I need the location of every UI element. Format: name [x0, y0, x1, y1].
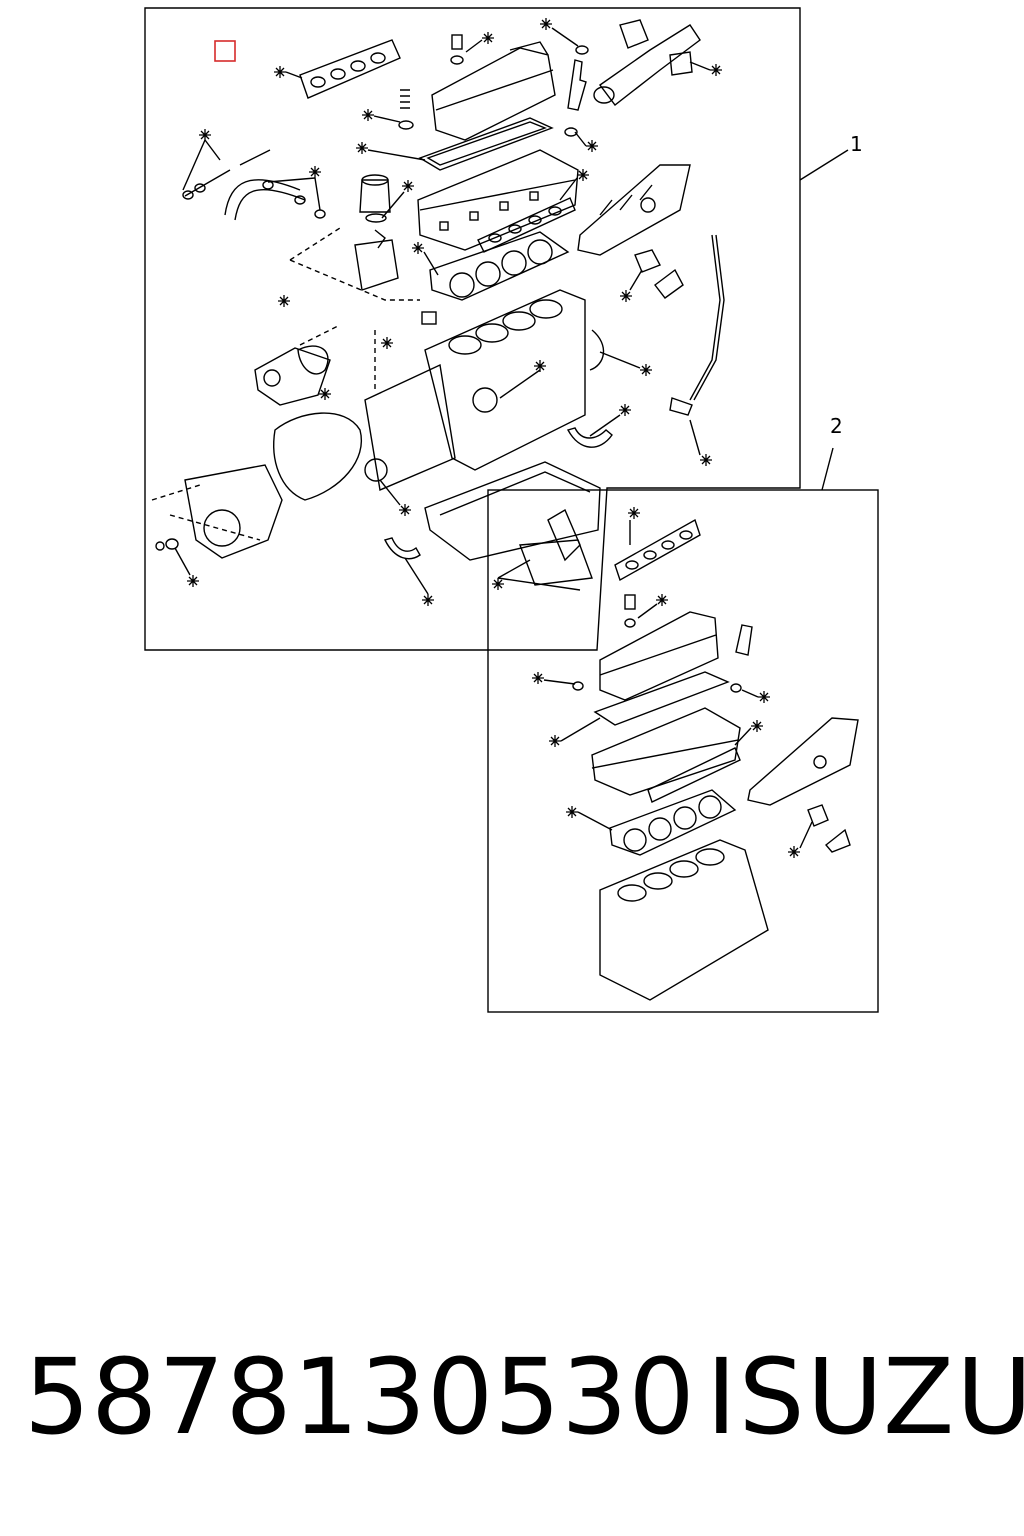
rear-oil-seal	[589, 329, 605, 371]
kit-item-markers	[187, 18, 800, 858]
callout-1-leader	[799, 149, 849, 181]
marker-leaders	[174, 27, 813, 849]
front-oil-seal	[364, 458, 388, 482]
water-pump	[254, 345, 331, 406]
asterisk-icon	[362, 109, 374, 121]
rocker-cover-gasket	[418, 117, 554, 171]
asterisk-icon	[278, 295, 290, 307]
asterisk-icon	[577, 169, 589, 181]
engine-gasket-kit-diagram	[144, 7, 879, 1013]
asterisk-icon	[640, 364, 652, 376]
callout-label-1: 1	[850, 132, 863, 156]
oil-pan	[424, 461, 601, 562]
oil-pan-gasket	[519, 539, 593, 586]
asterisk-icon	[356, 142, 368, 154]
callout-2-leader	[821, 447, 834, 491]
part-number: 5878130530	[24, 1336, 696, 1458]
sub-exhaust-manifold	[747, 717, 859, 853]
dashed-leaders-main	[151, 227, 420, 541]
water-outlet	[593, 19, 701, 106]
asterisk-icon	[710, 64, 722, 76]
asterisk-icon	[566, 806, 578, 818]
inlet-manifold-gasket	[477, 197, 576, 253]
engine-block	[364, 289, 586, 491]
oil-filter	[354, 174, 399, 291]
asterisk-icon	[751, 720, 763, 732]
timing-cover-gasket	[273, 412, 363, 501]
brand-name: ISUZU	[706, 1336, 1024, 1458]
sub-manifold-gasket	[614, 518, 701, 582]
asterisk-icon	[700, 454, 712, 466]
cover-bolts	[398, 34, 589, 130]
main-assembly	[151, 19, 725, 586]
timing-cover	[155, 464, 283, 559]
asterisk-icon	[758, 691, 770, 703]
sub-cylinder-head	[591, 707, 741, 796]
sub-inlet-gasket	[647, 747, 741, 803]
main-frame	[144, 7, 801, 651]
outlet-flange	[634, 249, 684, 299]
dipstick	[669, 234, 725, 416]
asterisk-icon	[319, 388, 331, 400]
asterisk-icon	[412, 242, 424, 254]
asterisk-icon	[534, 360, 546, 372]
asterisk-icon	[549, 735, 561, 747]
sub-assembly	[572, 518, 859, 1001]
asterisk-icon	[628, 507, 640, 519]
asterisk-icon	[187, 575, 199, 587]
sub-frame	[487, 489, 879, 1013]
asterisk-icon	[492, 578, 504, 590]
asterisk-icon	[620, 290, 632, 302]
sub-valve-cover	[572, 594, 719, 701]
asterisk-icon	[788, 846, 800, 858]
bearing-upper	[566, 427, 613, 448]
sub-rocker-gasket	[593, 671, 730, 726]
asterisk-icon	[532, 672, 544, 684]
asterisk-icon	[402, 180, 414, 192]
injector	[564, 59, 587, 137]
asterisk-icon	[482, 32, 494, 44]
small-square-gasket	[421, 311, 437, 325]
asterisk-icon	[274, 66, 286, 78]
asterisk-icon	[399, 504, 411, 516]
sub-head-gasket	[609, 789, 737, 856]
manifold-gasket-top	[299, 39, 401, 99]
asterisk-icon	[422, 594, 434, 606]
bearing-lower	[383, 537, 421, 560]
asterisk-icon	[540, 18, 552, 30]
asterisk-icon	[381, 337, 393, 349]
kit-marker-icon	[214, 40, 236, 62]
asterisk-icon	[656, 594, 668, 606]
asterisk-icon	[619, 404, 631, 416]
callout-label-2: 2	[830, 414, 843, 438]
asterisk-icon	[199, 129, 211, 141]
footer: 5878130530 ISUZU	[0, 1345, 1024, 1475]
asterisk-icon	[309, 166, 321, 178]
oil-pipes	[182, 149, 326, 221]
exhaust-manifold	[577, 164, 691, 256]
valve-cover	[431, 41, 556, 141]
head-gasket	[429, 231, 570, 301]
sub-engine-block	[599, 839, 769, 1001]
asterisk-icon	[586, 140, 598, 152]
sub-injector	[730, 624, 753, 693]
cylinder-head	[417, 149, 579, 251]
